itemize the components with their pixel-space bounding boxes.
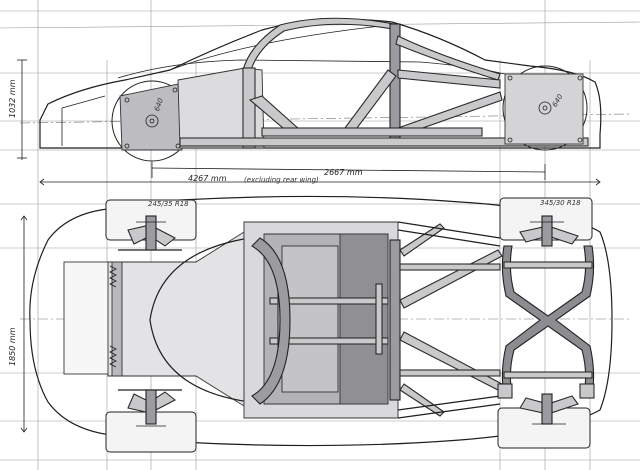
front-tire-label: 245/35 R18 (148, 200, 189, 208)
height-dim: 1032 mm (8, 79, 17, 118)
top-body-outline (29, 195, 613, 447)
top-dimensions: 1850 mm (8, 215, 28, 433)
top-main-hoop (389, 239, 401, 401)
top-view: 245/35 R18 345/30 R18 (29, 195, 613, 453)
side-rear-wheel (502, 65, 588, 151)
rear-tire-label: 345/30 R18 (540, 199, 581, 207)
side-dimensions: 1032 mm 4267 mm (excluding rear wing) 26… (8, 59, 601, 186)
side-view: 640 640 (39, 17, 602, 162)
side-front-panel (119, 83, 183, 151)
side-bottom-rail (179, 137, 589, 147)
length-note: (excluding rear wing) (244, 176, 319, 184)
top-nose-arc (149, 237, 251, 403)
wheelbase-dim: 2667 mm (324, 168, 363, 177)
side-roll-hoop (242, 17, 400, 71)
width-dim: 1850 mm (8, 327, 17, 366)
side-body-outline (39, 18, 602, 149)
top-front-bumper (63, 261, 113, 375)
length-dim: 4267 mm (188, 174, 227, 183)
top-front-hoop (251, 237, 291, 405)
